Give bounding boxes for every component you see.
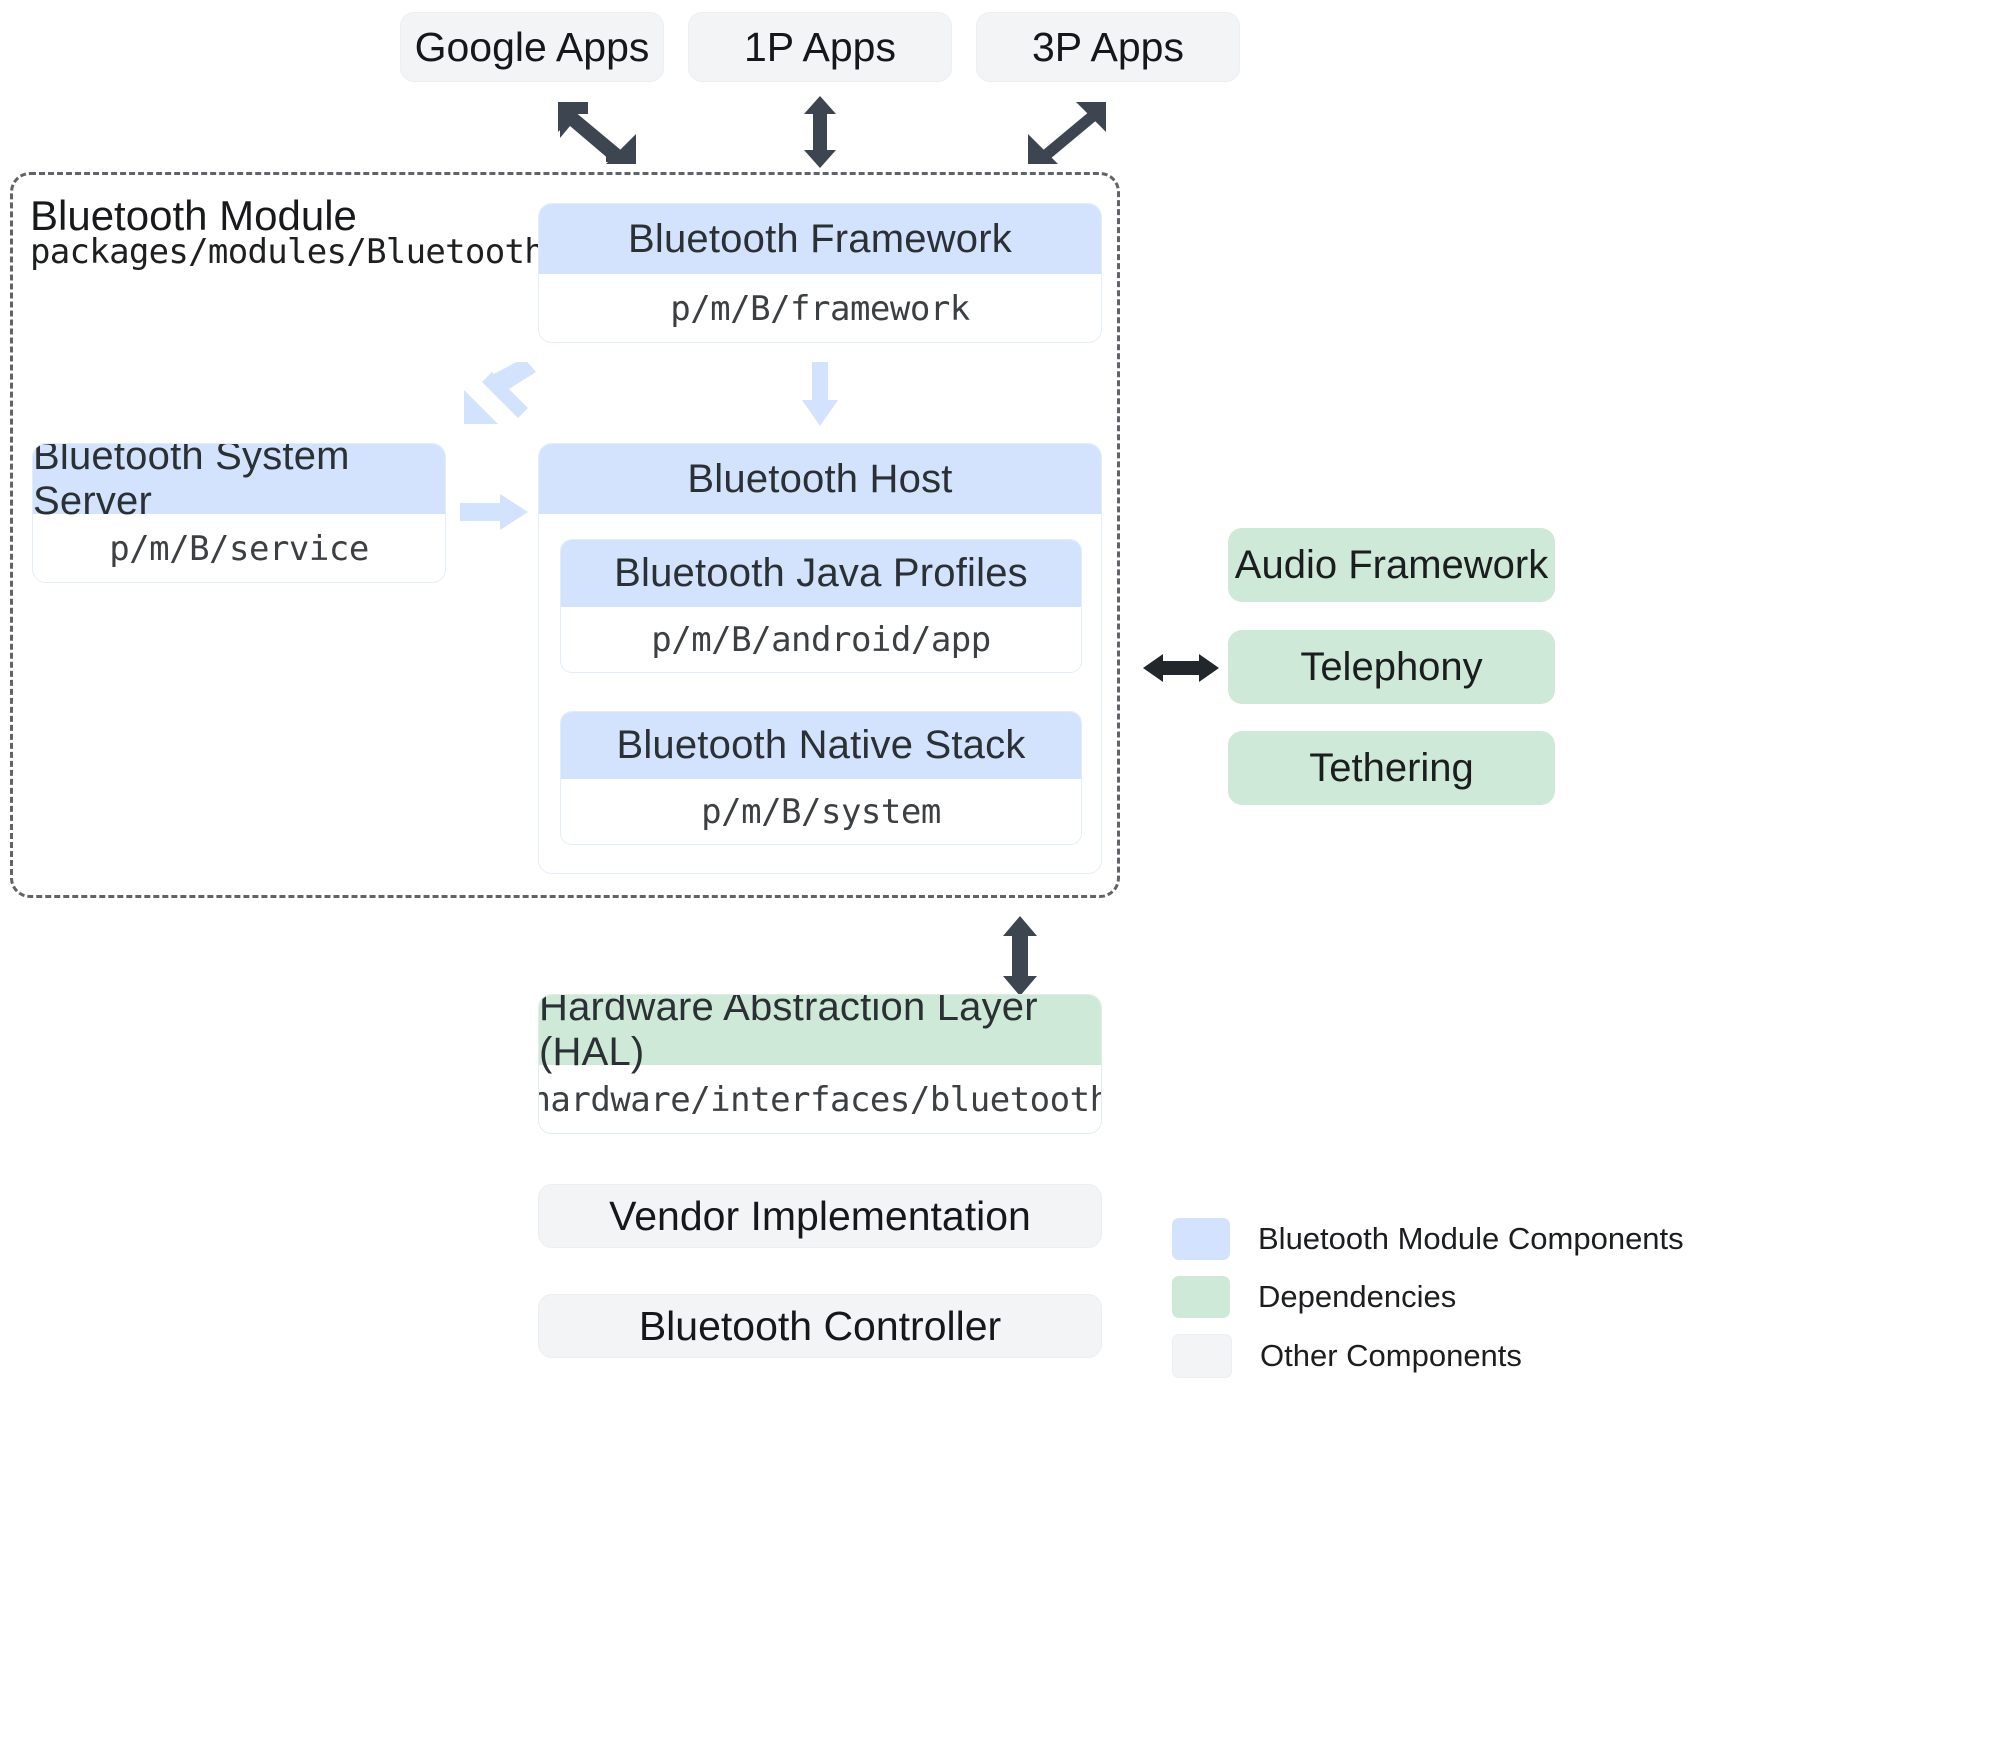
hal-path: hardware/interfaces/bluetooth — [538, 1079, 1102, 1120]
bluetooth-framework-card[interactable]: Bluetooth Framework p/m/B/framework — [538, 203, 1102, 343]
bluetooth-native-stack-path-row: p/m/B/system — [561, 779, 1081, 844]
bluetooth-system-server-path: p/m/B/service — [109, 528, 369, 569]
audio-framework-box[interactable]: Audio Framework — [1228, 528, 1555, 602]
bluetooth-host-header: Bluetooth Host — [539, 444, 1101, 514]
3p-apps-box[interactable]: 3P Apps — [976, 12, 1240, 82]
bluetooth-module-title: Bluetooth Module — [30, 192, 357, 239]
arrow-1p-apps-to-framework — [804, 96, 836, 168]
bluetooth-controller-box[interactable]: Bluetooth Controller — [538, 1294, 1102, 1358]
audio-framework-label: Audio Framework — [1234, 542, 1549, 587]
bluetooth-controller-label: Bluetooth Controller — [638, 1302, 1002, 1349]
legend-swatch-dependencies — [1172, 1276, 1230, 1318]
hal-header: Hardware Abstraction Layer (HAL) — [539, 995, 1101, 1074]
tethering-label: Tethering — [1309, 745, 1474, 790]
legend-swatch-module-components — [1172, 1218, 1230, 1260]
vendor-implementation-box[interactable]: Vendor Implementation — [538, 1184, 1102, 1248]
bluetooth-system-server-title: Bluetooth System Server — [33, 443, 350, 523]
arrow-framework-to-system-server — [464, 362, 536, 424]
bluetooth-framework-header: Bluetooth Framework — [539, 204, 1101, 274]
legend-label-dependencies: Dependencies — [1258, 1279, 1457, 1314]
bluetooth-java-profiles-card[interactable]: Bluetooth Java Profiles p/m/B/android/ap… — [560, 539, 1082, 673]
telephony-label: Telephony — [1300, 644, 1483, 689]
legend-label-module-components: Bluetooth Module Components — [1258, 1221, 1684, 1256]
legend-item-other-components: Other Components — [1172, 1334, 1684, 1378]
3p-apps-label: 3P Apps — [1032, 23, 1184, 70]
bluetooth-system-server-path-row: p/m/B/service — [33, 514, 445, 582]
google-apps-label: Google Apps — [414, 23, 650, 70]
1p-apps-box[interactable]: 1P Apps — [688, 12, 952, 82]
google-apps-box[interactable]: Google Apps — [400, 12, 664, 82]
bluetooth-module-path: packages/modules/Bluetooth — [30, 232, 545, 272]
1p-apps-label: 1P Apps — [744, 23, 896, 70]
hal-card[interactable]: Hardware Abstraction Layer (HAL) hardwar… — [538, 994, 1102, 1134]
bluetooth-system-server-header: Bluetooth System Server — [33, 444, 445, 523]
bluetooth-host-body: Bluetooth Java Profiles p/m/B/android/ap… — [539, 514, 1101, 873]
bluetooth-framework-title: Bluetooth Framework — [628, 216, 1012, 261]
hal-title: Hardware Abstraction Layer (HAL) — [539, 994, 1038, 1074]
arrow-module-to-hal — [1003, 916, 1037, 996]
tethering-box[interactable]: Tethering — [1228, 731, 1555, 805]
arrow-system-server-to-host — [460, 494, 528, 530]
legend-label-other-components: Other Components — [1260, 1338, 1522, 1373]
bluetooth-java-profiles-title: Bluetooth Java Profiles — [614, 551, 1028, 595]
hal-path-row: hardware/interfaces/bluetooth — [538, 1065, 1102, 1133]
bluetooth-java-profiles-header: Bluetooth Java Profiles — [561, 540, 1081, 607]
bluetooth-native-stack-header: Bluetooth Native Stack — [561, 712, 1081, 779]
telephony-box[interactable]: Telephony — [1228, 630, 1555, 704]
legend: Bluetooth Module Components Dependencies… — [1172, 1218, 1684, 1394]
arrow-google-apps-to-framework — [558, 102, 636, 164]
bluetooth-native-stack-title: Bluetooth Native Stack — [616, 723, 1026, 767]
arrow-host-to-dependencies — [1143, 654, 1219, 682]
bluetooth-framework-path-row: p/m/B/framework — [539, 274, 1101, 342]
arrow-framework-to-host — [802, 362, 838, 426]
bluetooth-host-card[interactable]: Bluetooth Host Bluetooth Java Profiles p… — [538, 443, 1102, 874]
bluetooth-java-profiles-path: p/m/B/android/app — [651, 620, 991, 660]
legend-item-module-components: Bluetooth Module Components — [1172, 1218, 1684, 1260]
bluetooth-framework-path: p/m/B/framework — [670, 288, 970, 329]
legend-swatch-other-components — [1172, 1334, 1232, 1378]
bluetooth-system-server-card[interactable]: Bluetooth System Server p/m/B/service — [32, 443, 446, 583]
arrow-3p-apps-to-framework — [1028, 102, 1106, 164]
bluetooth-host-title: Bluetooth Host — [687, 456, 953, 501]
bluetooth-module-container — [10, 172, 1120, 898]
bluetooth-java-profiles-path-row: p/m/B/android/app — [561, 607, 1081, 672]
legend-item-dependencies: Dependencies — [1172, 1276, 1684, 1318]
bluetooth-native-stack-path: p/m/B/system — [701, 792, 941, 832]
bluetooth-native-stack-card[interactable]: Bluetooth Native Stack p/m/B/system — [560, 711, 1082, 845]
vendor-implementation-label: Vendor Implementation — [609, 1192, 1031, 1239]
